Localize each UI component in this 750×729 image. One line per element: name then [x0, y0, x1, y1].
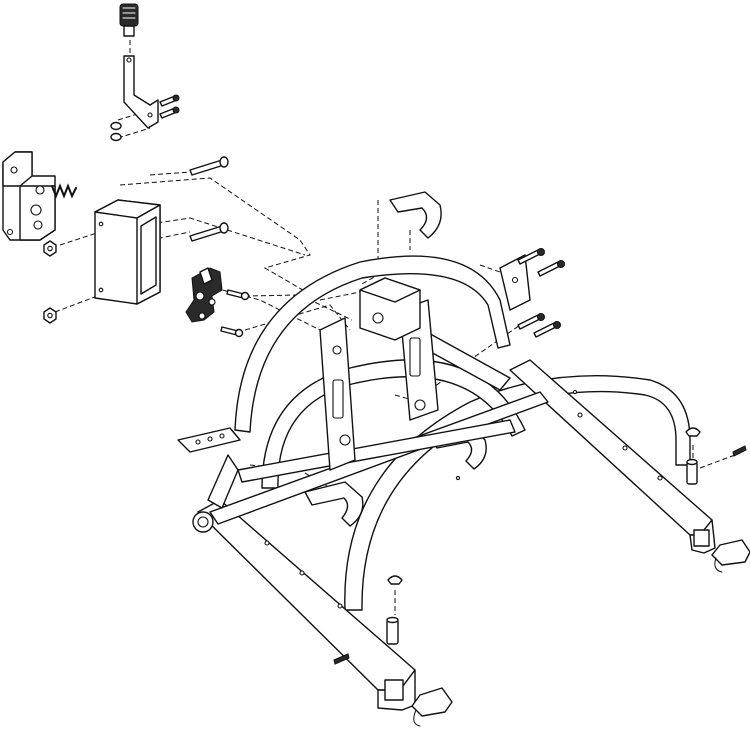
- split-clamp: [185, 267, 223, 323]
- lock-nuts: [43, 240, 57, 324]
- clamp-block: [2, 151, 56, 241]
- handle-screws: [110, 94, 180, 142]
- foot-caps: [411, 539, 750, 727]
- set-screws: [333, 445, 747, 665]
- receiver-housing: [94, 199, 161, 305]
- mounting-screws: [517, 248, 565, 338]
- long-bolts: [189, 156, 229, 242]
- leg-pins: [386, 427, 701, 645]
- main-frame: [177, 254, 716, 711]
- locking-handle-lever: [119, 3, 159, 129]
- compression-spring: [51, 183, 77, 199]
- assembly-leader-lines: [54, 40, 736, 661]
- short-screws: [220, 289, 250, 338]
